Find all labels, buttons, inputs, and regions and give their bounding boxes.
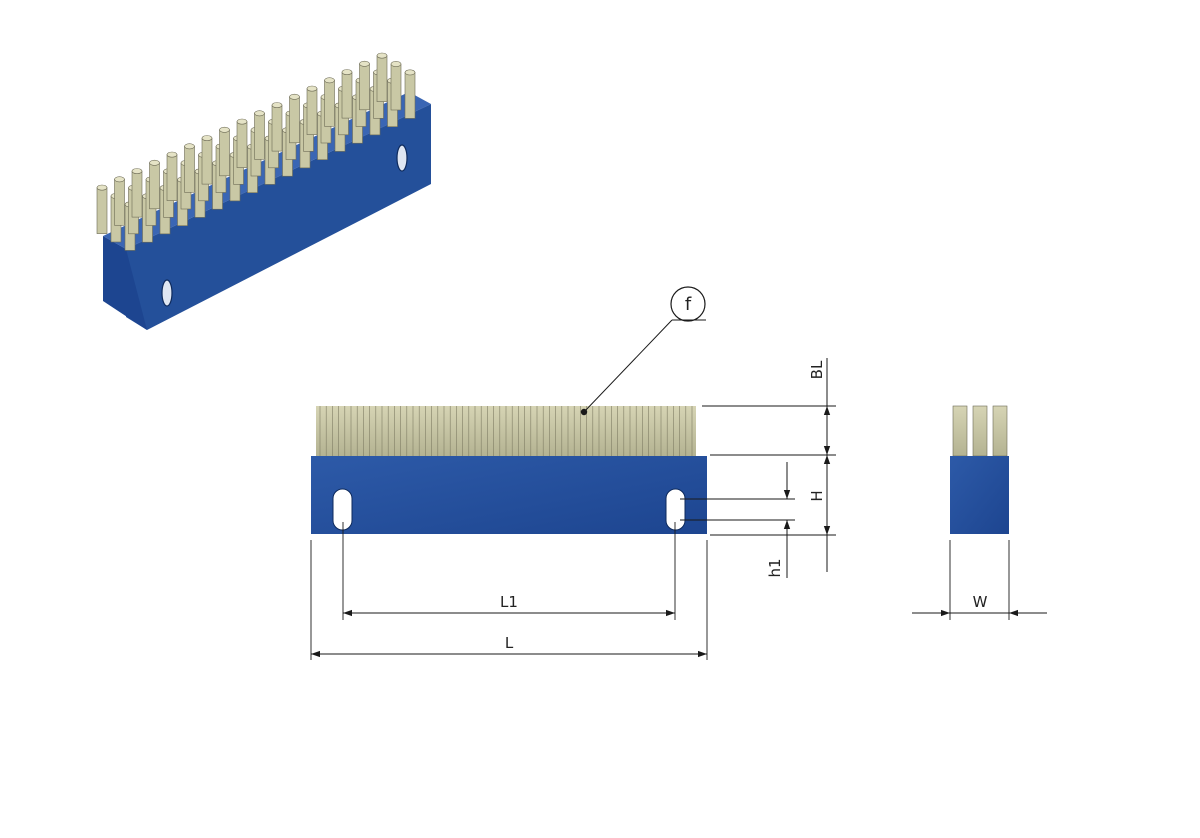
fiber-label: f (685, 294, 692, 315)
l1-label: L1 (500, 593, 518, 611)
iso-bristle (131, 168, 143, 218)
iso-bristle (114, 176, 125, 226)
iso-bristle (184, 143, 195, 193)
iso-bristle (390, 61, 402, 111)
fiber-leader-line (583, 319, 673, 413)
iso-base-end (103, 236, 147, 330)
iso-bristle (404, 69, 416, 119)
iso-bristle (219, 126, 230, 177)
fiber-callout-circle (670, 286, 706, 322)
iso-bristle (271, 102, 283, 152)
iso-bristle (149, 159, 160, 210)
iso-slot-right (396, 144, 408, 172)
iso-bristle (201, 135, 213, 185)
fiber-leader-dot (580, 408, 588, 416)
iso-bristle (166, 151, 178, 201)
iso-bristle (324, 77, 335, 127)
front-slot-right (665, 488, 686, 531)
side-view: W (912, 405, 1047, 620)
iso-bristle (96, 184, 108, 234)
w-label: W (973, 593, 988, 611)
iso-bristle (376, 52, 388, 102)
iso-base-front (126, 104, 431, 330)
front-base (311, 456, 707, 534)
isometric-view (96, 52, 431, 330)
front-bristle-lines (319, 406, 693, 456)
iso-bristle (359, 60, 370, 111)
side-bristle-3 (992, 405, 1008, 457)
iso-bristle (236, 118, 248, 168)
iso-bristle (289, 93, 300, 144)
bl-label: BL (808, 360, 826, 379)
l-label: L (505, 634, 514, 652)
h1-label: h1 (766, 558, 784, 577)
side-bristle-1 (952, 405, 968, 457)
front-view: f BL H h1 L1 L (310, 286, 836, 660)
front-slot-left (332, 488, 353, 531)
side-base (950, 456, 1009, 534)
iso-slot-left (161, 279, 173, 307)
iso-bristle (306, 85, 318, 135)
h-label: H (808, 490, 826, 501)
iso-bristle (341, 69, 353, 119)
side-bristle-2 (972, 405, 988, 457)
iso-bristle (254, 110, 265, 160)
iso-bristle-group (96, 52, 416, 251)
